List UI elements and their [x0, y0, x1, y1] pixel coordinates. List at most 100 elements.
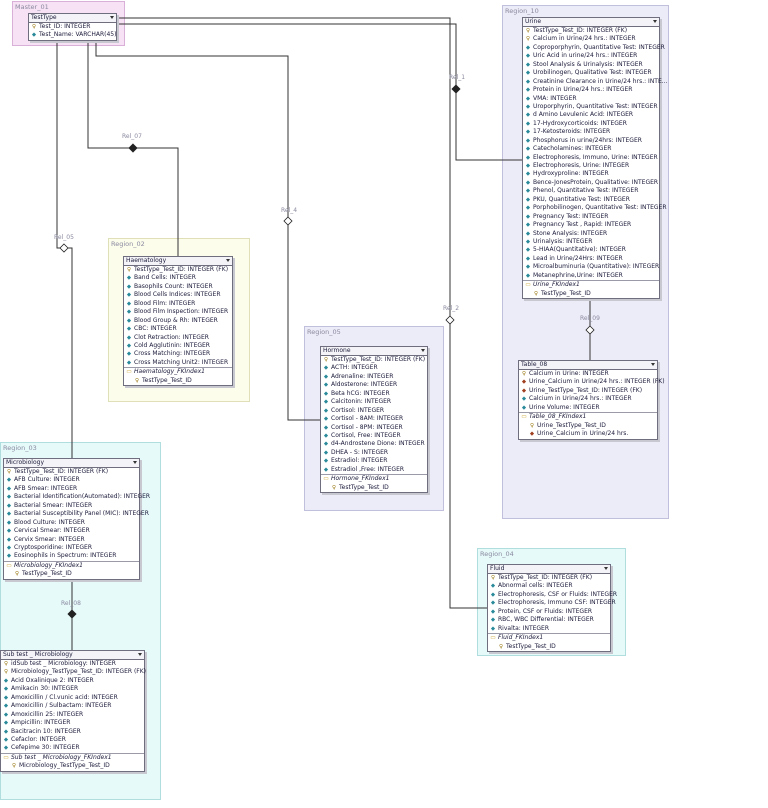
table-hormone[interactable]: Hormone♀TestType_Test_ID: INTEGER (FK)◆A… [320, 346, 428, 493]
column-row[interactable]: ♀Test_ID: INTEGER [29, 23, 116, 31]
column-row[interactable]: ♀idSub test _ Microbiology: INTEGER [1, 660, 144, 668]
column-row[interactable]: ◆Pregnancy Test , Rapid: INTEGER [523, 221, 659, 229]
index-column-row[interactable]: ♀TestType_Test_ID [321, 484, 427, 492]
column-row[interactable]: ♀Calcium in Urine: INTEGER [519, 370, 657, 378]
column-row[interactable]: ◆Cortisol, Free: INTEGER [321, 432, 427, 440]
index-row[interactable]: ▭Haematology_FKIndex1 [124, 367, 232, 376]
column-row[interactable]: ◆PKU, Quantitative Test: INTEGER [523, 196, 659, 204]
index-column-row[interactable]: ♀TestType_Test_ID [523, 290, 659, 298]
column-row[interactable]: ◆Amoxicillin / Cl.vunic acid: INTEGER [1, 694, 144, 702]
column-row[interactable]: ◆Acid Oxalinique 2: INTEGER [1, 677, 144, 685]
column-row[interactable]: ◆Cross Matching Unit2: INTEGER [124, 359, 232, 367]
column-row[interactable]: ◆Bacterial Susceptibility Panel (MIC): I… [4, 510, 149, 518]
column-row[interactable]: ◆17-Ketosteroids: INTEGER [523, 128, 659, 136]
column-row[interactable]: ◆Blood Cells Indices: INTEGER [124, 291, 232, 299]
column-row[interactable]: ♀TestType_Test_ID: INTEGER (FK) [124, 266, 232, 274]
column-row[interactable]: ◆Test_Name: VARCHAR(45) [29, 31, 117, 39]
column-row[interactable]: ◆Urine Volume: INTEGER [519, 404, 657, 412]
column-row[interactable]: ◆Clot Retraction: INTEGER [124, 334, 232, 342]
column-row[interactable]: ◆Catecholamines: INTEGER [523, 145, 659, 153]
column-row[interactable]: ◆VMA: INTEGER [523, 95, 659, 103]
column-row[interactable]: ◆Stone Analysis: INTEGER [523, 230, 659, 238]
table-fluid[interactable]: Fluid♀TestType_Test_ID: INTEGER (FK)◆Abn… [487, 564, 617, 652]
dropdown-arrow-icon[interactable] [110, 16, 114, 19]
table-haematology[interactable]: Haematology♀TestType_Test_ID: INTEGER (F… [123, 256, 233, 387]
column-row[interactable]: ◆Microalbuminuria (Quantitative): INTEGE… [523, 263, 659, 271]
column-row[interactable]: ◆Cortisol: INTEGER [321, 407, 427, 415]
column-row[interactable]: ◆Cryptosporidine: INTEGER [4, 544, 139, 552]
index-column-row[interactable]: ♀TestType_Test_ID [124, 377, 232, 385]
column-row[interactable]: ◆Blood Film: INTEGER [124, 300, 232, 308]
column-row[interactable]: ◆Electrophoresis, Urine: INTEGER [523, 162, 659, 170]
column-row[interactable]: ◆Lead in Urine/24Hrs: INTEGER [523, 255, 659, 263]
index-row[interactable]: ▭Microbiology_FKIndex1 [4, 560, 139, 570]
dropdown-arrow-icon[interactable] [421, 349, 425, 352]
column-row[interactable]: ◆Metanephrine,Urine: INTEGER [523, 272, 659, 280]
dropdown-arrow-icon[interactable] [651, 363, 655, 366]
column-row[interactable]: ◆Bacitracin 10: INTEGER [1, 728, 144, 736]
column-row[interactable]: ◆Eosinophils in Spectrum: INTEGER [4, 552, 139, 560]
column-row[interactable]: ◆Ampicillin: INTEGER [1, 719, 144, 727]
column-row[interactable]: ◆5-HIAA(Quantitative): INTEGER [523, 246, 659, 254]
index-column-row[interactable]: ♀Microbiology_TestType_Test_ID [1, 762, 144, 770]
column-row[interactable]: ◆Uric Acid in urine/24 hrs.: INTEGER [523, 52, 659, 60]
column-row[interactable]: ◆Cervical Smear: INTEGER [4, 527, 139, 535]
column-row[interactable]: ◆Cervix Smear: INTEGER [4, 536, 139, 544]
table-header[interactable]: Haematology [124, 257, 232, 266]
column-row[interactable]: ◆CBC: INTEGER [124, 325, 232, 333]
dropdown-arrow-icon[interactable] [604, 567, 608, 570]
column-row[interactable]: ◆Estradiol ,Free: INTEGER [321, 466, 427, 474]
dropdown-arrow-icon[interactable] [653, 20, 657, 23]
column-row[interactable]: ◆Bacterial Smear: INTEGER [4, 502, 139, 510]
column-row[interactable]: ◆Urine_TestType_Test_ID: INTEGER (FK) [519, 387, 657, 395]
index-row[interactable]: ▭Sub test _ Microbiology_FKIndex1 [1, 752, 144, 762]
table-08[interactable]: Table_08♀Calcium in Urine: INTEGER◆Urine… [518, 360, 665, 440]
column-row[interactable]: ◆Amikacin 30: INTEGER [1, 685, 144, 693]
table-header[interactable]: Table_08 [519, 361, 657, 370]
column-row[interactable]: ◆Estradiol: INTEGER [321, 457, 427, 465]
column-row[interactable]: ◆Pregnancy Test: INTEGER [523, 213, 659, 221]
table-testtype[interactable]: TestType♀Test_ID: INTEGER◆Test_Name: VAR… [28, 13, 117, 41]
column-row[interactable]: ♀TestType_Test_ID: INTEGER (FK) [321, 356, 427, 364]
column-row[interactable]: ◆Porphobilinogen, Quantitative Test: INT… [523, 204, 667, 212]
table-header[interactable]: Hormone [321, 347, 427, 356]
index-column-row[interactable]: ◆Urine_Calcium in Urine/24 hrs. [519, 430, 657, 438]
column-row[interactable]: ◆Blood Film Inspection: INTEGER [124, 308, 232, 316]
column-row[interactable]: ◆Urine_Calcium in Urine/24 hrs.: INTEGER… [519, 378, 665, 386]
column-row[interactable]: ◆Calcitonin: INTEGER [321, 398, 427, 406]
column-row[interactable]: ♀TestType_Test_ID: INTEGER (FK) [488, 574, 610, 582]
column-row[interactable]: ◆Cold Agglutinin: INTEGER [124, 342, 232, 350]
column-row[interactable]: ◆DHEA - S: INTEGER [321, 449, 427, 457]
table-header[interactable]: Fluid [488, 565, 610, 574]
column-row[interactable]: ◆Cortisol - 8AM: INTEGER [321, 415, 427, 423]
table-microbiology[interactable]: Microbiology♀TestType_Test_ID: INTEGER (… [3, 458, 150, 580]
column-row[interactable]: ◆Adrenaline: INTEGER [321, 373, 427, 381]
column-row[interactable]: ◆Calcium in Urine/24 hrs.: INTEGER [519, 395, 657, 403]
column-row[interactable]: ◆Blood Culture: INTEGER [4, 519, 139, 527]
column-row[interactable]: ◆ACTH: INTEGER [321, 364, 427, 372]
column-row[interactable]: ◆AFB Culture: INTEGER [4, 476, 139, 484]
dropdown-arrow-icon[interactable] [138, 653, 142, 656]
column-row[interactable]: ◆Amoxicillin / Sulbactam: INTEGER [1, 702, 144, 710]
table-header[interactable]: Sub test _ Microbiology [1, 651, 144, 660]
column-row[interactable]: ◆Electrophoresis, Immuno CSF: INTEGER [488, 599, 616, 607]
column-row[interactable]: ♀TestType_Test_ID: INTEGER (FK) [523, 27, 659, 35]
table-header[interactable]: Urine [523, 18, 659, 27]
column-row[interactable]: ◆AFB Smear: INTEGER [4, 485, 139, 493]
column-row[interactable]: ◆Protein, CSF or Fluids: INTEGER [488, 608, 610, 616]
column-row[interactable]: ◆d4-Androstene Dione: INTEGER [321, 440, 427, 448]
column-row[interactable]: ◆Electrophoresis, CSF or Fluids: INTEGER [488, 591, 617, 599]
table-urine[interactable]: Urine♀TestType_Test_ID: INTEGER (FK)♀Cal… [522, 17, 667, 299]
column-row[interactable]: ◆Cefepime 30: INTEGER [1, 744, 144, 752]
column-row[interactable]: ◆17-Hydroxycorticoids: INTEGER [523, 120, 659, 128]
column-row[interactable]: ◆Blood Group & Rh: INTEGER [124, 317, 232, 325]
column-row[interactable]: ♀Microbiology_TestType_Test_ID: INTEGER … [1, 668, 146, 676]
column-row[interactable]: ◆Coproporphyrin, Quantitative Test: INTE… [523, 44, 665, 52]
index-row[interactable]: ▭Urine_FKIndex1 [523, 280, 659, 289]
column-row[interactable]: ◆Amoxicillin 25: INTEGER [1, 711, 144, 719]
column-row[interactable]: ◆Phosphorus in urine/24hrs: INTEGER [523, 137, 659, 145]
column-row[interactable]: ◆Uroporphyrin, Quantitative Test: INTEGE… [523, 103, 659, 111]
column-row[interactable]: ◆Abnormal cells: INTEGER [488, 582, 610, 590]
index-row[interactable]: ▭Fluid_FKIndex1 [488, 633, 610, 642]
column-row[interactable]: ◆Bence-JonesProtein, Qualitative: INTEGE… [523, 179, 659, 187]
